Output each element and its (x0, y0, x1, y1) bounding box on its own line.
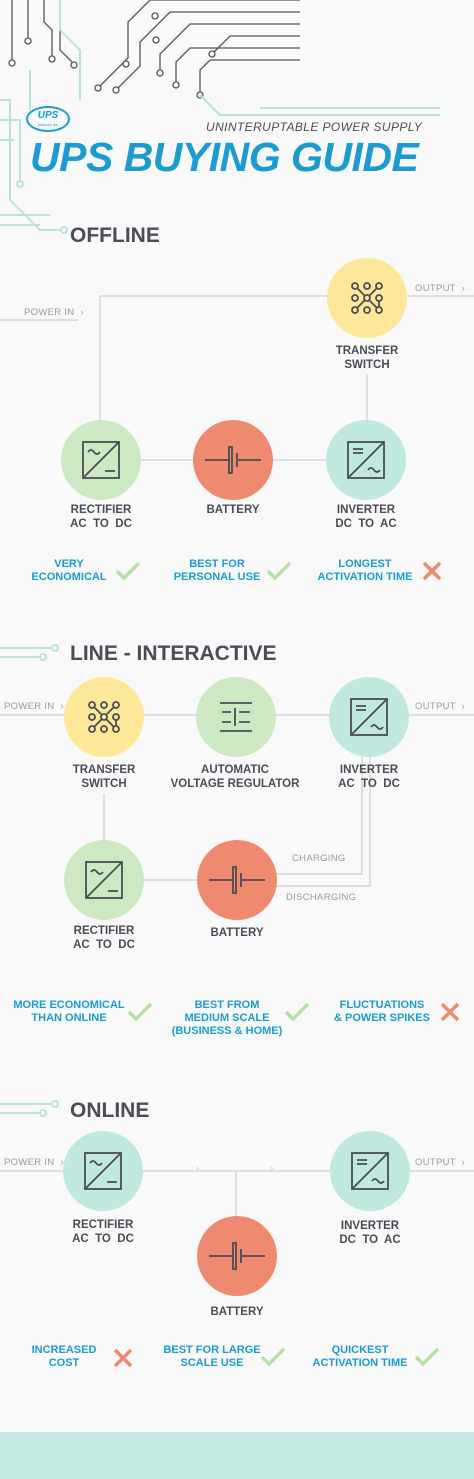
logo-text: UPS (37, 110, 59, 121)
offline-lines (0, 295, 474, 461)
line-interactive-feature-1: MORE ECONOMICAL THAN ONLINE (13, 999, 125, 1024)
offline-transfer-switch-label: TRANSFER SWITCH (335, 345, 399, 371)
check-icon (115, 561, 141, 581)
transfer-switch-icon (88, 701, 120, 733)
avr-label: AUTOMATIC VOLTAGE REGULATOR (170, 764, 300, 790)
charging-label: CHARGING (292, 853, 346, 864)
offline-title: OFFLINE (70, 224, 160, 247)
check-icon (127, 1002, 153, 1022)
offline-rectifier-node (61, 420, 141, 500)
online-rectifier-label: RECTIFIER AC TO DC (72, 1219, 134, 1245)
online-feature-2: BEST FOR LARGE SCALE USE (163, 1344, 261, 1369)
discharging-label: DISCHARGING (286, 892, 357, 903)
header-title: UPS BUYING GUIDE (30, 134, 419, 180)
check-icon (284, 1002, 310, 1022)
logo: UPS pictures ltd. (26, 106, 70, 132)
header-subtitle: UNINTERUPTABLE POWER SUPPLY (206, 120, 423, 134)
offline-transfer-switch-node (327, 258, 407, 338)
online-rectifier-node (63, 1131, 143, 1211)
online-battery-node (197, 1216, 277, 1296)
offline-inverter-node (326, 420, 406, 500)
line-interactive-transfer-switch-node (64, 677, 144, 757)
inverter-icon (350, 698, 388, 736)
check-icon (266, 561, 292, 581)
offline-power-in-label: POWER IN › (24, 307, 84, 318)
online-inverter-node (330, 1131, 410, 1211)
line-interactive-inverter-node (329, 677, 409, 757)
line-interactive-title: LINE - INTERACTIVE (70, 642, 277, 665)
line-interactive-power-in-label: POWER IN › (4, 701, 64, 712)
online-battery-label: BATTERY (210, 1306, 264, 1318)
footer-band (0, 1432, 474, 1479)
line-interactive-rectifier-label: RECTIFIER AC TO DC (73, 925, 135, 951)
flow-arrow: › (270, 1163, 274, 1174)
offline-feature-3: LONGEST ACTIVATION TIME (317, 558, 413, 583)
offline-feature-1: VERY ECONOMICAL (31, 558, 107, 583)
line-interactive-inverter-label: INVERTER AC TO DC (338, 764, 400, 790)
offline-output-label: OUTPUT › (415, 283, 466, 294)
header-circuit-teal (0, 0, 440, 234)
line-interactive-feature-2: BEST FROM MEDIUM SCALE (BUSINESS & HOME) (171, 999, 283, 1037)
online-title: ONLINE (70, 1099, 150, 1122)
check-icon (260, 1347, 286, 1367)
offline-inverter-label: INVERTER DC TO AC (335, 504, 397, 530)
inverter-icon (351, 1152, 389, 1190)
battery-icon (205, 446, 261, 474)
offline-rectifier-label: RECTIFIER AC TO DC (70, 504, 132, 530)
line-interactive-battery-label: BATTERY (210, 927, 264, 939)
battery-icon (209, 866, 265, 894)
rectifier-icon (84, 1152, 122, 1190)
line-interactive-output-label: OUTPUT › (415, 701, 466, 712)
online-inverter-label: INVERTER DC TO AC (339, 1220, 401, 1246)
logo-subtext: pictures ltd. (37, 122, 59, 127)
transfer-switch-icon (351, 282, 383, 314)
offline-battery-label: BATTERY (206, 504, 260, 516)
battery-icon (209, 1242, 265, 1270)
line-interactive-battery-node (197, 840, 277, 920)
online-feature-3: QUICKEST ACTIVATION TIME (312, 1344, 408, 1369)
cross-icon (422, 561, 442, 581)
cross-icon (440, 1002, 460, 1022)
check-icon (414, 1347, 440, 1367)
offline-feature-2: BEST FOR PERSONAL USE (173, 558, 261, 583)
inverter-icon (347, 441, 385, 479)
online-output-label: OUTPUT › (415, 1157, 466, 1168)
offline-battery-node (193, 420, 273, 500)
line-interactive-transfer-switch-label: TRANSFER SWITCH (72, 764, 136, 790)
header-circuit-dark (8, 0, 300, 99)
rectifier-icon (82, 441, 120, 479)
voltage-regulator-icon (220, 702, 252, 732)
line-interactive-rectifier-node (64, 840, 144, 920)
avr-node (196, 677, 276, 757)
online-feature-1: INCREASED COST (31, 1344, 97, 1369)
flow-arrow: › (196, 1163, 200, 1174)
online-power-in-label: POWER IN › (4, 1157, 64, 1168)
rectifier-icon (85, 861, 123, 899)
line-interactive-feature-3: FLUCTUATIONS & POWER SPIKES (334, 999, 430, 1024)
cross-icon (113, 1348, 133, 1368)
